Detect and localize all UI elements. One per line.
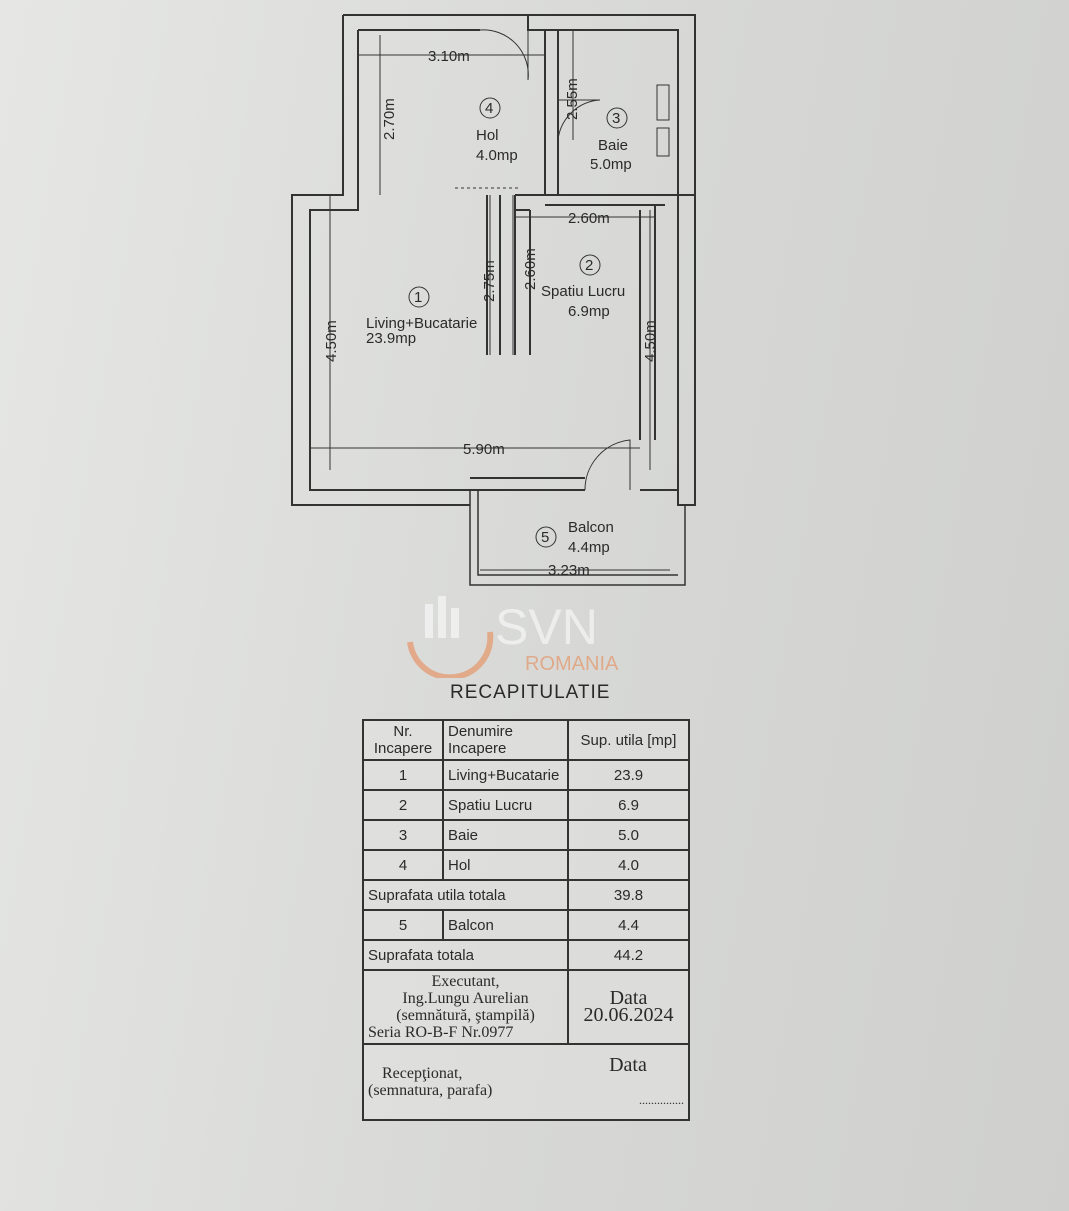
dim-living-height: 4.50m [323, 320, 340, 362]
room-5-area: 4.4mp [568, 539, 610, 556]
dim-lucru-width: 2.60m [568, 210, 610, 227]
table-header-row: Nr. Incapere Denumire Incapere Sup. util… [362, 719, 690, 761]
floor-plan: 3.10m 2.70m 2.55m 2.60m 2.75m 2.60m 4.50… [291, 14, 696, 586]
executant-row: Executant, Ing.Lungu Aurelian (semnătură… [362, 969, 690, 1045]
row-nr: 3 [362, 819, 444, 851]
header-nr: Nr. Incapere [362, 719, 444, 761]
executant-date: 20.06.2024 [583, 1004, 674, 1026]
executant-date-label: Data [609, 987, 648, 1009]
header-name: Denumire Incapere [442, 719, 569, 761]
dim-hol-width: 3.10m [428, 48, 470, 65]
recap-table: Nr. Incapere Denumire Incapere Sup. util… [362, 719, 690, 1121]
dim-baie-height: 2.55m [564, 78, 581, 120]
subtotal-value: 39.8 [567, 879, 690, 911]
dimension-lines [310, 30, 670, 571]
room-1-name: Living+Bucatarie [366, 315, 477, 332]
row-name: Baie [442, 819, 569, 851]
svg-text:ROMANIA: ROMANIA [525, 653, 619, 675]
total-label: Suprafata totala [362, 939, 569, 971]
room-3-name: Baie [598, 137, 628, 154]
dim-lucru-height-full: 4.50m [642, 320, 659, 362]
subtotal-label: Suprafata utila totala [362, 879, 569, 911]
executant-serie: Seria RO-B-F Nr.0977 [368, 1024, 514, 1041]
dim-balcon-width: 3.23m [548, 562, 590, 579]
row-area: 4.4 [567, 909, 690, 941]
receptionat-row: Recepţionat, (semnatura, parafa) Data ..… [362, 1043, 690, 1121]
room-4-number: 4 [485, 100, 493, 117]
receptionat-date-cell: Data ............... [568, 1043, 690, 1121]
row-nr: 4 [362, 849, 444, 881]
room-3-area: 5.0mp [590, 156, 632, 173]
row-name: Living+Bucatarie [442, 759, 569, 791]
dim-living-width: 5.90m [463, 441, 505, 458]
room-5-number: 5 [541, 529, 549, 546]
header-area: Sup. utila [mp] [567, 719, 690, 761]
row-name: Spatiu Lucru [442, 789, 569, 821]
row-nr: 2 [362, 789, 444, 821]
room-3-number: 3 [612, 110, 620, 127]
row-nr: 5 [362, 909, 444, 941]
executant-label: Executant, [431, 973, 500, 990]
receptionat-sign: (semnatura, parafa) [368, 1082, 493, 1099]
svn-romania-watermark-logo: SVN ROMANIA [407, 596, 619, 678]
room-2-name: Spatiu Lucru [541, 283, 625, 300]
executant-name: Ing.Lungu Aurelian [402, 990, 529, 1007]
row-name: Hol [442, 849, 569, 881]
dim-partition: 2.75m [481, 260, 498, 302]
row-area: 6.9 [567, 789, 690, 821]
room-5-name: Balcon [568, 519, 614, 536]
row-nr: 1 [362, 759, 444, 791]
executant-sign: (semnătură, ştampilă) [396, 1007, 535, 1024]
receptionat-label: Recepţionat, [382, 1065, 463, 1082]
executant-cell: Executant, Ing.Lungu Aurelian (semnătură… [362, 969, 569, 1045]
room-4-area: 4.0mp [476, 147, 518, 164]
walls [291, 14, 696, 586]
room-4-name: Hol [476, 127, 499, 144]
room-1-number: 1 [414, 289, 422, 306]
row-area: 4.0 [567, 849, 690, 881]
executant-date-cell: Data 20.06.2024 [567, 969, 690, 1045]
row-name: Balcon [442, 909, 569, 941]
room-2-number: 2 [585, 257, 593, 274]
row-area: 23.9 [567, 759, 690, 791]
dim-lucru-height: 2.60m [522, 248, 539, 290]
room-1-area: 23.9mp [366, 330, 416, 347]
total-value: 44.2 [567, 939, 690, 971]
svg-text:SVN: SVN [495, 599, 598, 655]
recap-title: RECAPITULATIE [450, 682, 611, 703]
receptionat-date-label: Data [609, 1054, 647, 1076]
row-area: 5.0 [567, 819, 690, 851]
receptionat-date-dots: ............... [639, 1093, 684, 1107]
dim-hol-height: 2.70m [381, 98, 398, 140]
receptionat-cell: Recepţionat, (semnatura, parafa) [362, 1043, 568, 1121]
room-2-area: 6.9mp [568, 303, 610, 320]
